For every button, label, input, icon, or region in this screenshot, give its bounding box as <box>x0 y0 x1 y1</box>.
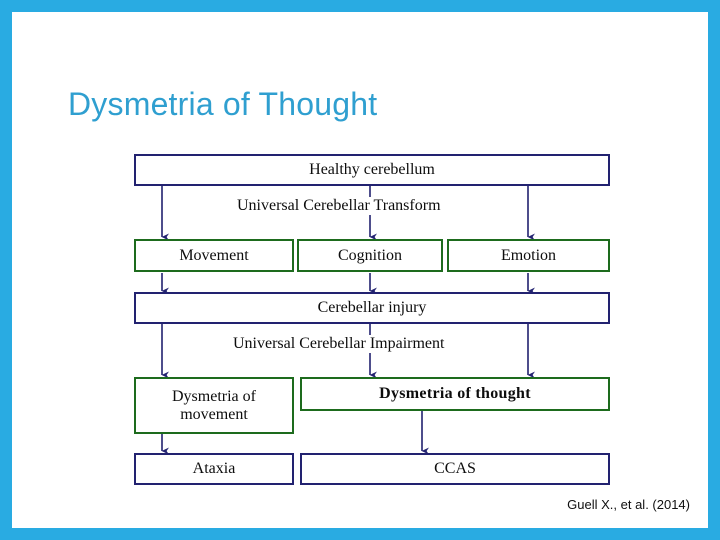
citation-text: Guell X., et al. (2014) <box>567 497 690 512</box>
page-title: Dysmetria of Thought <box>68 86 378 122</box>
flow-arrows <box>161 186 535 455</box>
box-movement[interactable]: Movement <box>134 239 294 272</box>
box-ccas-label: CCAS <box>434 460 476 478</box>
box-cognition-label: Cognition <box>337 246 402 264</box>
box-ataxia-label: Ataxia <box>192 460 236 478</box>
dysmetria-flow-diagram: Healthy cerebellum Universal Cerebellar … <box>124 142 620 494</box>
label-universal-cerebellar-impairment: Universal Cerebellar Impairment <box>230 335 448 353</box>
box-dysmetria-of-thought[interactable]: Dysmetria of thought <box>300 377 610 411</box>
box-emotion-label: Emotion <box>500 246 557 264</box>
box-dysmetria-of-thought-label: Dysmetria of thought <box>379 385 531 403</box>
box-healthy-cerebellum-label: Healthy cerebellum <box>309 161 435 179</box>
box-healthy-cerebellum[interactable]: Healthy cerebellum <box>134 154 610 186</box>
box-dysmetria-of-movement[interactable]: Dysmetria of movement <box>134 377 294 434</box>
box-ccas[interactable]: CCAS <box>300 453 610 485</box>
box-cerebellar-injury[interactable]: Cerebellar injury <box>134 292 610 324</box>
box-emotion[interactable]: Emotion <box>447 239 610 272</box>
box-dysmetria-of-movement-line2: movement <box>180 405 248 423</box>
box-movement-label: Movement <box>179 246 249 264</box>
label-universal-cerebellar-transform: Universal Cerebellar Transform <box>234 197 444 215</box>
box-ataxia[interactable]: Ataxia <box>134 453 294 485</box>
slide-canvas: Dysmetria of Thought <box>12 12 708 528</box>
box-dysmetria-of-movement-line1: Dysmetria of <box>172 387 256 405</box>
box-cognition[interactable]: Cognition <box>297 239 443 272</box>
box-cerebellar-injury-label: Cerebellar injury <box>317 299 427 317</box>
